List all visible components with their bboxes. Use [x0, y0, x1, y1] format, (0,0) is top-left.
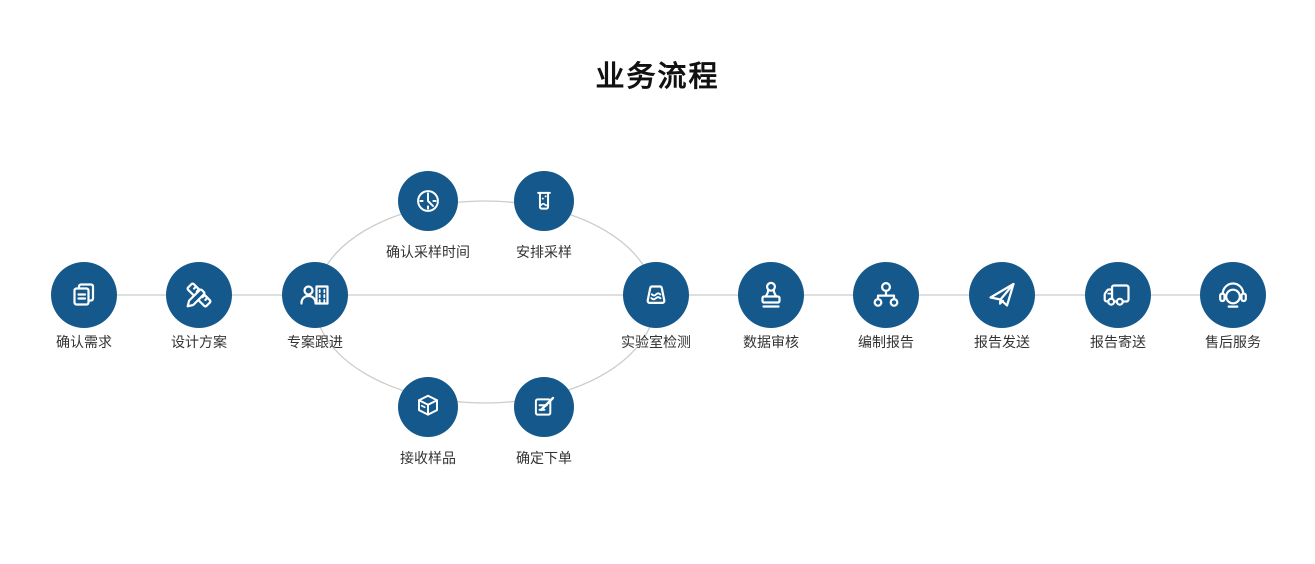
- flow-node-label: 接收样品: [400, 450, 456, 466]
- stamp-icon: [738, 262, 804, 328]
- headset-icon: [1200, 262, 1266, 328]
- flow-node-label: 专案跟进: [287, 334, 343, 350]
- sample-bottle-icon: [514, 171, 574, 231]
- clock-icon: [398, 171, 458, 231]
- paper-plane-icon: [969, 262, 1035, 328]
- flow-node-label: 设计方案: [171, 334, 227, 350]
- flow-node-label: 售后服务: [1205, 334, 1261, 350]
- page-title: 业务流程: [595, 61, 720, 93]
- edit-order-icon: [514, 377, 574, 437]
- truck-icon: [1085, 262, 1151, 328]
- flow-node-label: 数据审核: [743, 334, 799, 350]
- flow-node-label: 确定下单: [516, 450, 572, 466]
- flow-node-label: 报告寄送: [1090, 334, 1146, 350]
- flow-node-label: 安排采样: [516, 244, 572, 260]
- documents-icon: [51, 262, 117, 328]
- person-building-icon: [282, 262, 348, 328]
- flow-node-label: 确认需求: [56, 334, 112, 350]
- pencil-ruler-icon: [166, 262, 232, 328]
- ultrasound-probe-icon: [623, 262, 689, 328]
- flow-node-label: 报告发送: [974, 334, 1030, 350]
- flow-node-label: 确认采样时间: [386, 244, 470, 260]
- flow-node-label: 实验室检测: [621, 334, 691, 350]
- flow-node-label: 编制报告: [858, 334, 914, 350]
- package-icon: [398, 377, 458, 437]
- org-hierarchy-icon: [853, 262, 919, 328]
